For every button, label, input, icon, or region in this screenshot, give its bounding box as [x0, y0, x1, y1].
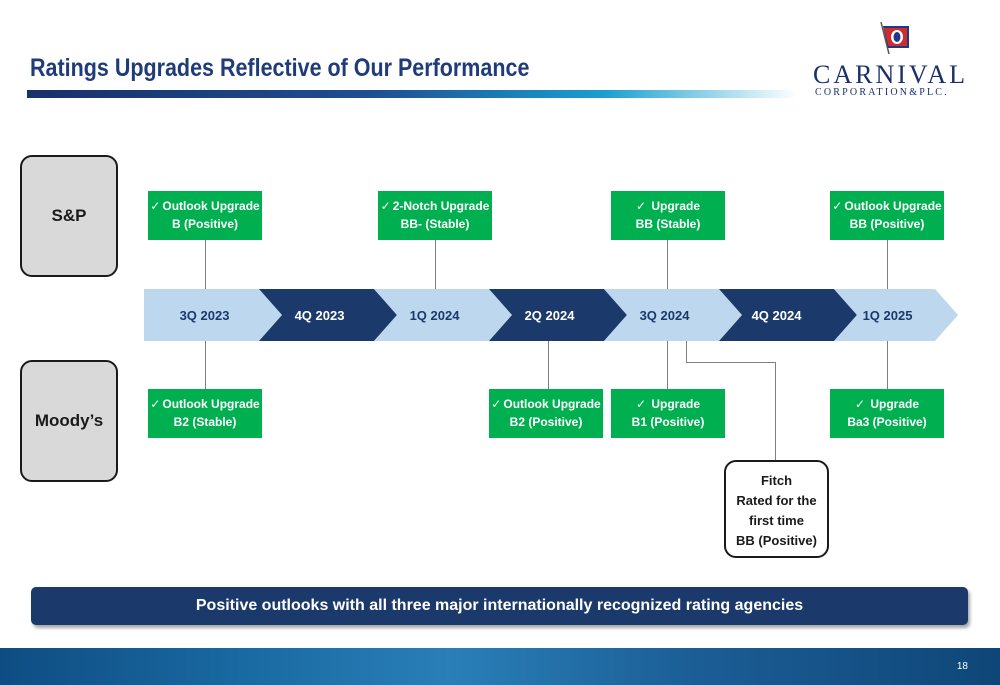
event-title: Outlook Upgrade [503, 397, 601, 411]
connector-line [887, 341, 888, 389]
connector-line [667, 240, 668, 289]
event-rating: BB- (Stable) [400, 217, 470, 231]
event-title: Upgrade [651, 397, 701, 411]
carnival-logo: CARNIVAL CORPORATION&PLC. [805, 20, 980, 105]
check-icon: ✓ [491, 397, 502, 411]
chevron-3q-2024 [604, 289, 742, 341]
summary-banner: Positive outlooks with all three major i… [31, 587, 968, 625]
check-icon: ✓ [635, 397, 647, 411]
logo-subtitle: CORPORATION&PLC. [815, 87, 949, 98]
fitch-rating-box: Fitch Rated for the first time BB (Posit… [724, 460, 829, 558]
fitch-agency: Fitch [760, 473, 793, 488]
agency-moodys: Moody’s [20, 360, 118, 482]
check-icon: ✓ [832, 199, 843, 213]
event-rating: B (Positive) [171, 217, 238, 231]
connector-line [205, 240, 206, 289]
chevron-4q-2024 [719, 289, 857, 341]
event-rating: BB (Stable) [635, 217, 701, 231]
event-title: Outlook Upgrade [162, 397, 260, 411]
chevron-1q-2024 [374, 289, 512, 341]
event-title: 2-Notch Upgrade [392, 199, 490, 213]
fitch-connector [775, 362, 776, 460]
check-icon: ✓ [150, 199, 161, 213]
fitch-text: Rated for the [736, 493, 817, 508]
check-icon: ✓ [854, 397, 866, 411]
event-title: Outlook Upgrade [162, 199, 260, 213]
fitch-rating: BB (Positive) [736, 533, 817, 548]
footer-ocean-strip [0, 648, 1000, 685]
chevron-2q-2024 [489, 289, 627, 341]
event-rating: B1 (Positive) [631, 415, 705, 429]
sp-upgrade-box: ✓ Upgrade BB (Stable) [611, 191, 725, 240]
connector-line [435, 240, 436, 289]
check-icon: ✓ [380, 199, 391, 213]
chevron-3q-2023 [144, 289, 282, 341]
moodys-upgrade-box: ✓Outlook Upgrade B2 (Stable) [148, 389, 262, 438]
connector-line [667, 341, 668, 389]
sp-upgrade-box: ✓2-Notch Upgrade BB- (Stable) [378, 191, 492, 240]
sp-upgrade-box: ✓Outlook Upgrade B (Positive) [148, 191, 262, 240]
title-underline [27, 90, 797, 98]
check-icon: ✓ [635, 199, 647, 213]
sp-upgrade-box: ✓Outlook Upgrade BB (Positive) [830, 191, 944, 240]
fitch-connector [686, 362, 776, 363]
logo-name: CARNIVAL [813, 60, 968, 89]
event-title: Upgrade [651, 199, 701, 213]
moodys-upgrade-box: ✓ Upgrade B1 (Positive) [611, 389, 725, 438]
event-rating: Ba3 (Positive) [847, 415, 927, 429]
connector-line [205, 341, 206, 389]
moodys-upgrade-box: ✓ Upgrade Ba3 (Positive) [830, 389, 944, 438]
chevron-4q-2023 [259, 289, 397, 341]
moodys-upgrade-box: ✓Outlook Upgrade B2 (Positive) [489, 389, 603, 438]
fitch-text: first time [749, 513, 804, 528]
check-icon: ✓ [150, 397, 161, 411]
event-title: Outlook Upgrade [844, 199, 942, 213]
connector-line [548, 341, 549, 389]
agency-sp: S&P [20, 155, 118, 277]
event-rating: B2 (Positive) [509, 415, 583, 429]
event-rating: BB (Positive) [849, 217, 925, 231]
page-title: Ratings Upgrades Reflective of Our Perfo… [30, 54, 530, 82]
event-title: Upgrade [870, 397, 920, 411]
event-rating: B2 (Stable) [173, 415, 237, 429]
connector-line [887, 240, 888, 289]
page-number: 18 [956, 661, 968, 672]
fitch-connector [686, 341, 687, 363]
chevron-1q-2025 [834, 289, 958, 341]
carnival-flag-icon [880, 21, 909, 55]
